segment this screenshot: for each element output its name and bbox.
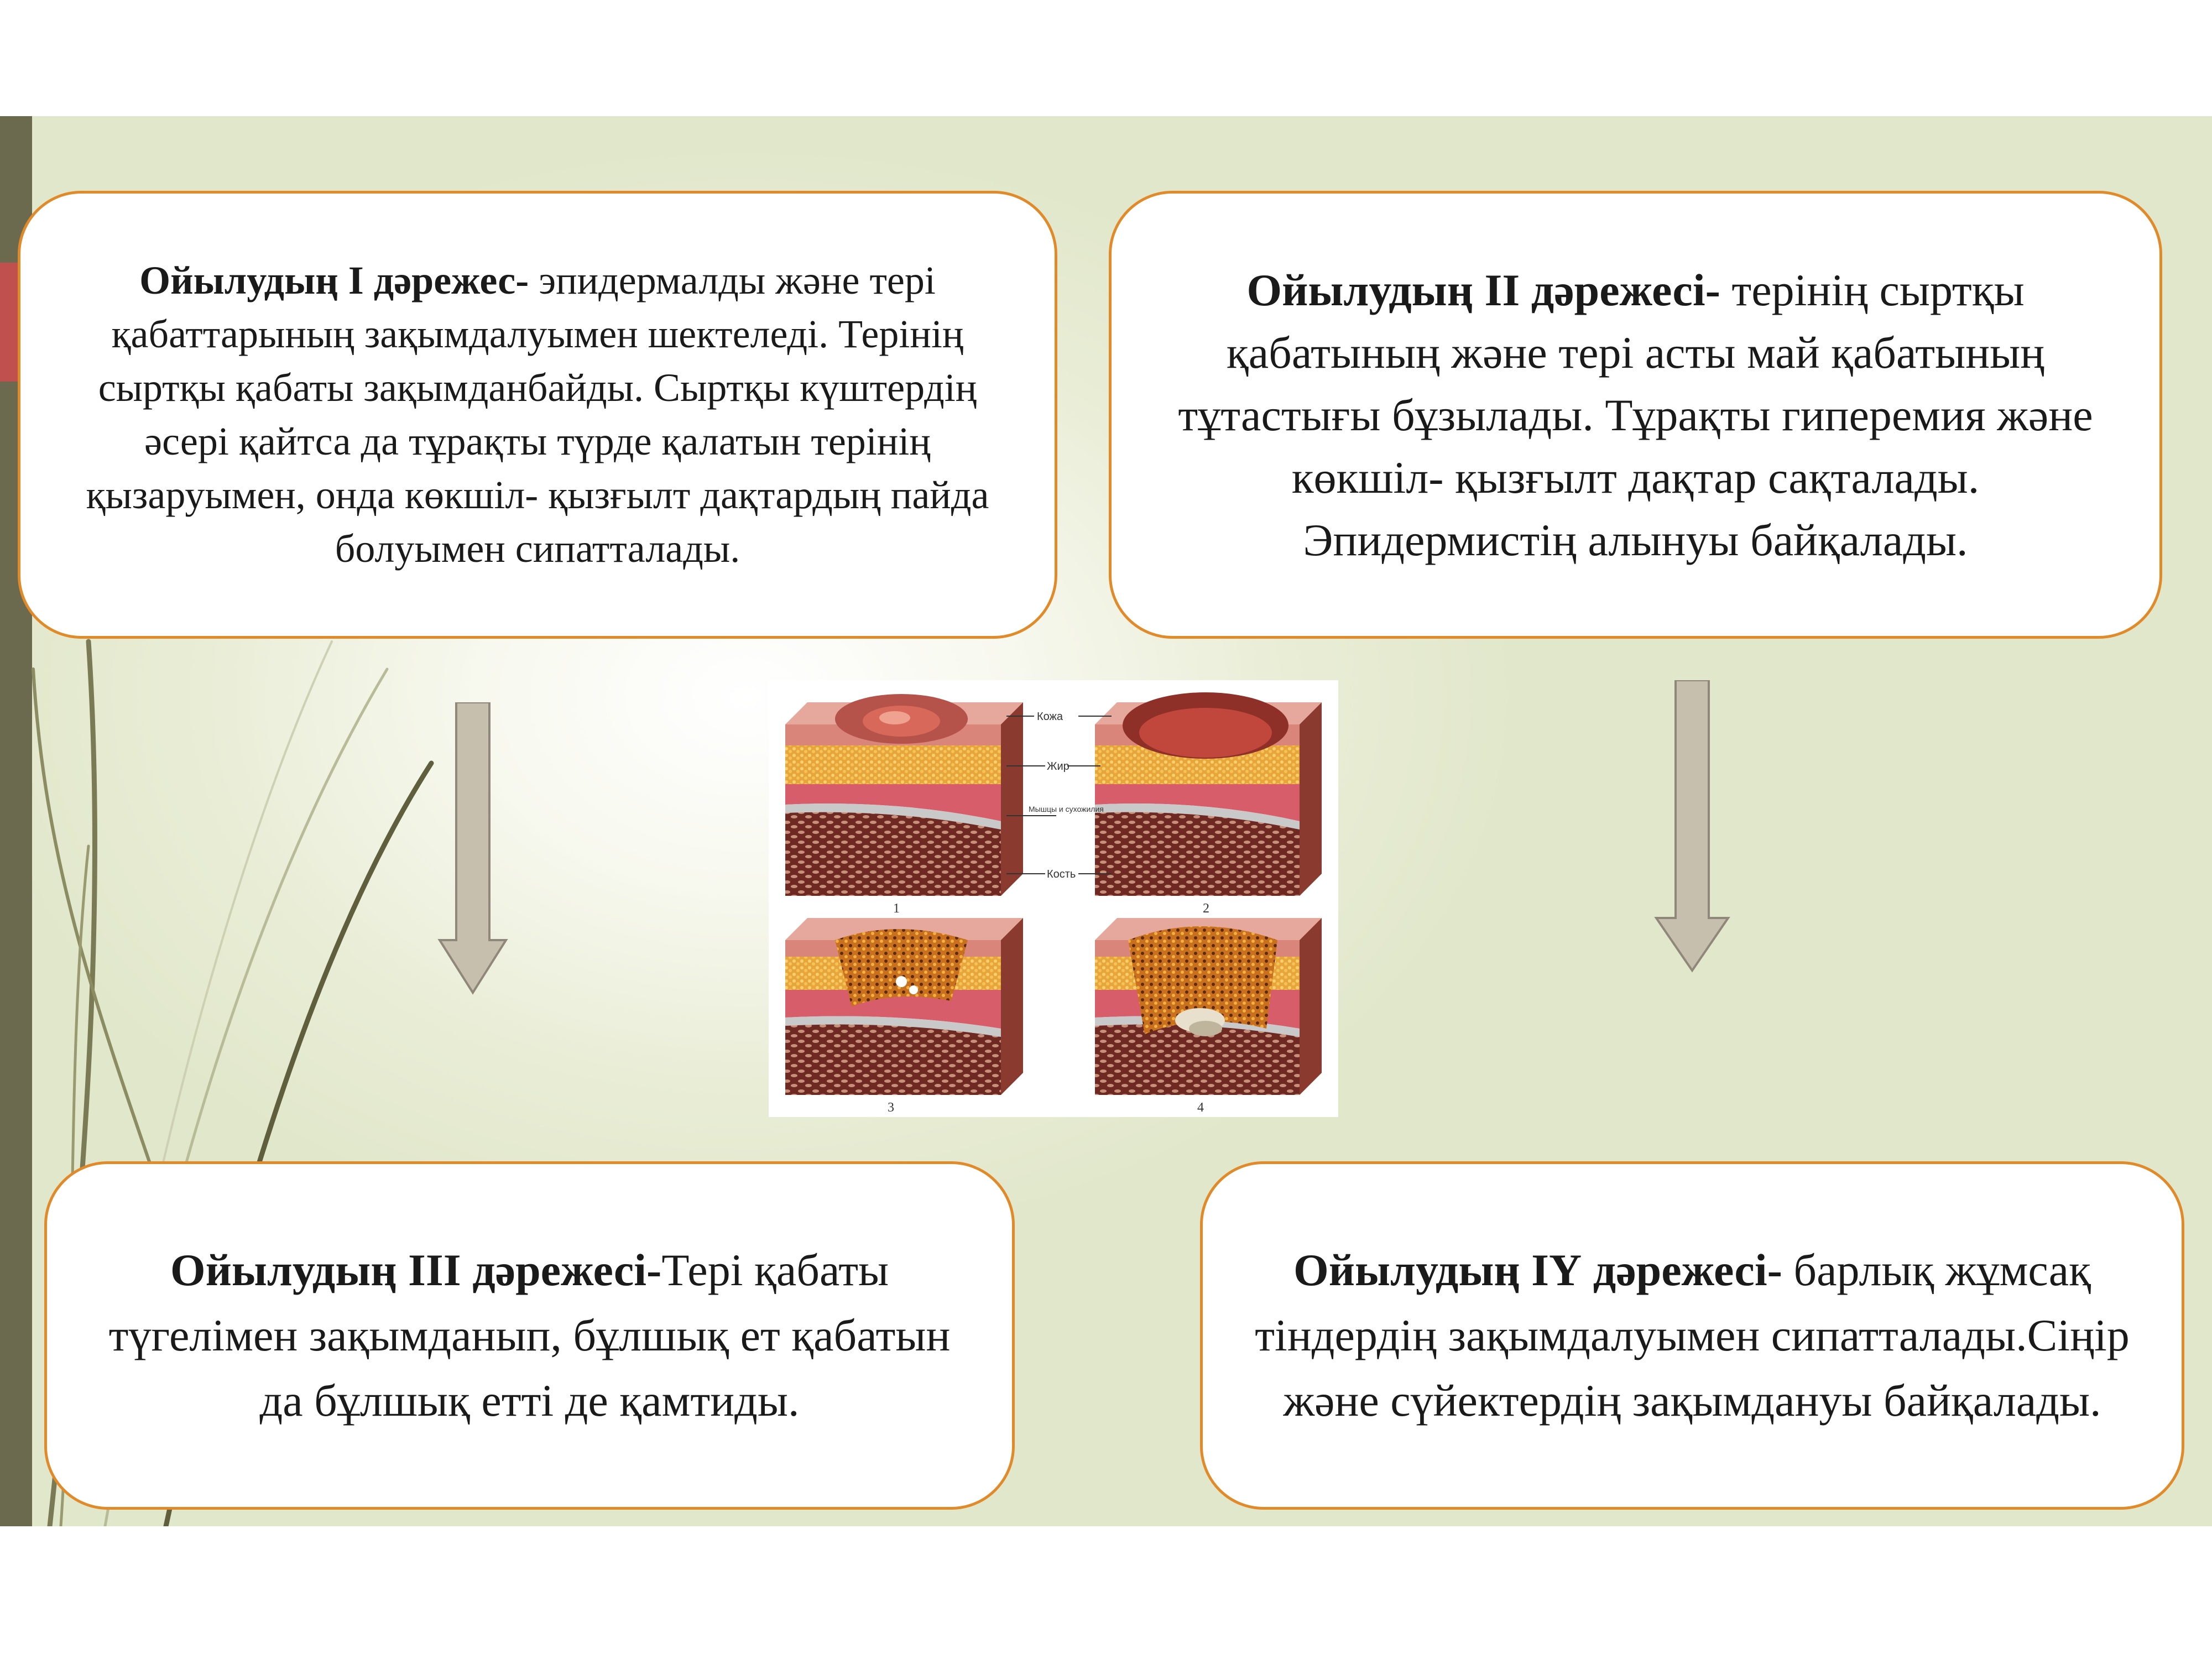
panel-3-block (785, 918, 1023, 1095)
pressure-ulcer-illustration: 1 2 (769, 680, 1338, 1117)
label-bone: Кость (1047, 868, 1076, 880)
stage-2-title: Ойылудың ІІ дәрежесі- (1246, 265, 1720, 315)
stage-3-box: Ойылудың ІІІ дәрежесі-Тері қабаты түгелі… (44, 1161, 1015, 1510)
slide: Ойылудың І дәрежес- эпидермалды және тер… (0, 116, 2212, 1526)
panel-2-block (1095, 692, 1322, 896)
panel-2-number: 2 (1203, 901, 1209, 916)
panel-3-number: 3 (888, 1100, 894, 1115)
stage-4-title: Ойылудың ІҮ дәрежесі- (1293, 1245, 1782, 1295)
stage-1-box: Ойылудың І дәрежес- эпидермалды және тер… (18, 191, 1057, 639)
panel-1-block (785, 694, 1023, 896)
panel-4-block (1095, 918, 1322, 1095)
panel-1-number: 1 (893, 901, 900, 916)
panel-4-number: 4 (1197, 1100, 1204, 1115)
stage-3-title: Ойылудың ІІІ дәрежесі- (170, 1245, 662, 1295)
stage-1-title: Ойылудың І дәрежес- (139, 258, 529, 302)
down-arrow-left (437, 702, 509, 995)
down-arrow-right (1653, 680, 1731, 973)
pressure-ulcer-figure: 1 2 (769, 680, 1338, 1117)
stage-2-box: Ойылудың ІІ дәрежесі- терінің сыртқы қаб… (1109, 191, 2162, 639)
label-muscle: Мышцы и сухожилия (1029, 805, 1104, 813)
label-skin: Кожа (1037, 711, 1063, 723)
stage-4-box: Ойылудың ІҮ дәрежесі- барлық жұмсақ тінд… (1200, 1161, 2184, 1510)
stage-1-text: эпидермалды және тері қабаттарының зақым… (86, 258, 989, 571)
label-fat: Жир (1047, 760, 1070, 773)
